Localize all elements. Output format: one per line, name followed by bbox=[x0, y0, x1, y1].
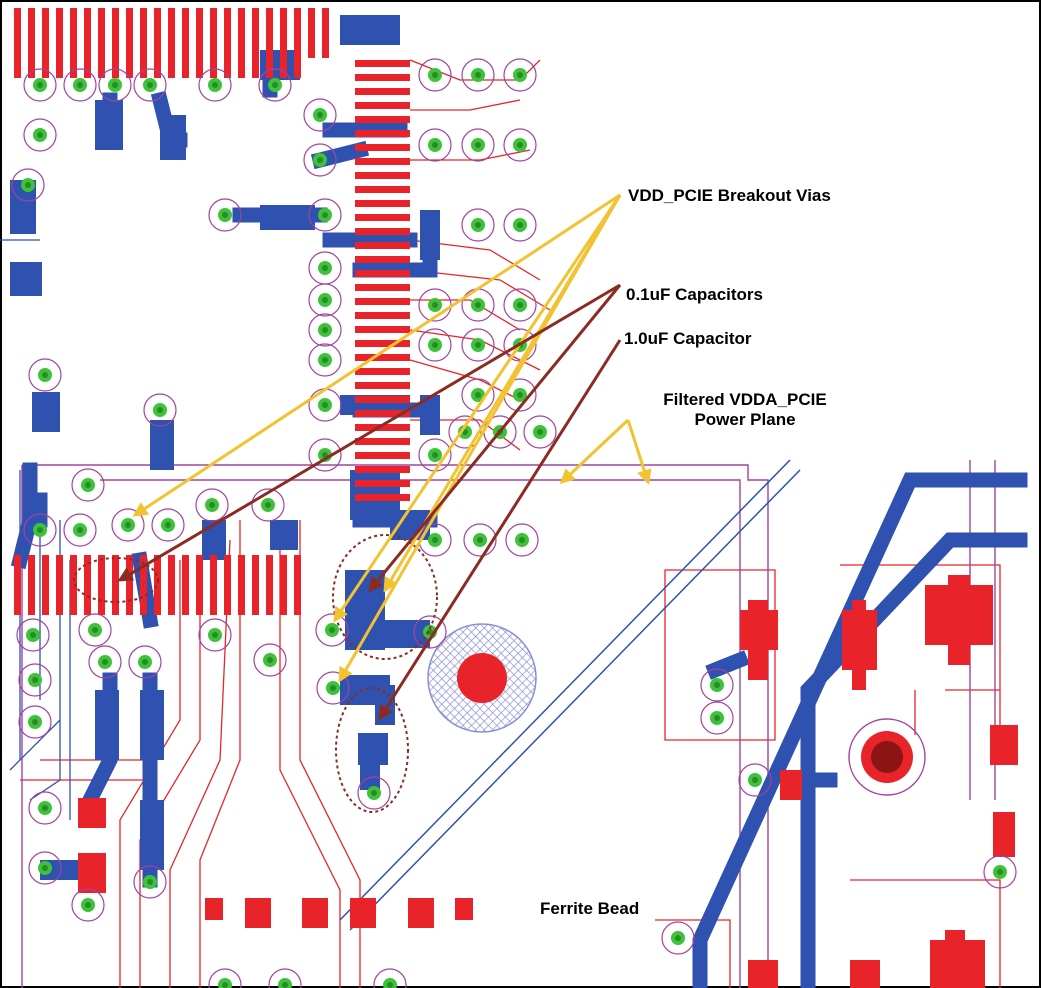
via bbox=[461, 288, 495, 322]
via bbox=[308, 343, 342, 377]
via bbox=[418, 58, 452, 92]
via bbox=[461, 328, 495, 362]
vias-layer bbox=[11, 58, 1017, 988]
via bbox=[251, 488, 285, 522]
via bbox=[28, 358, 62, 392]
via bbox=[23, 68, 57, 102]
via bbox=[303, 98, 337, 132]
highlight-caps-center bbox=[332, 534, 438, 660]
via bbox=[111, 508, 145, 542]
via bbox=[303, 143, 337, 177]
via bbox=[253, 643, 287, 677]
via bbox=[523, 415, 557, 449]
via bbox=[700, 668, 734, 702]
via bbox=[505, 523, 539, 557]
via bbox=[133, 68, 167, 102]
label-1-0uf-capacitor: 1.0uF Capacitor bbox=[624, 329, 752, 348]
via bbox=[308, 313, 342, 347]
via bbox=[11, 168, 45, 202]
top-layer-fingers-top bbox=[14, 8, 329, 78]
via bbox=[373, 968, 407, 988]
via bbox=[357, 776, 391, 810]
via bbox=[195, 488, 229, 522]
via bbox=[16, 618, 50, 652]
via bbox=[418, 523, 452, 557]
via bbox=[418, 328, 452, 362]
top-layer-fingers-left bbox=[14, 555, 301, 615]
via bbox=[208, 968, 242, 988]
via bbox=[308, 283, 342, 317]
via bbox=[143, 393, 177, 427]
via bbox=[208, 198, 242, 232]
via bbox=[461, 128, 495, 162]
via bbox=[308, 388, 342, 422]
via bbox=[463, 523, 497, 557]
crosshatch-mounting-hole bbox=[427, 623, 537, 733]
via bbox=[71, 468, 105, 502]
via bbox=[23, 513, 57, 547]
via bbox=[738, 763, 772, 797]
via bbox=[418, 128, 452, 162]
via bbox=[78, 613, 112, 647]
via bbox=[23, 118, 57, 152]
via bbox=[63, 513, 97, 547]
label-ferrite-bead: Ferrite Bead bbox=[540, 899, 640, 918]
top-layer-fingers-column bbox=[355, 60, 410, 501]
highlight-cap-1uf bbox=[335, 687, 409, 813]
via bbox=[18, 663, 52, 697]
label-0-1uf-capacitors: 0.1uF Capacitors bbox=[626, 285, 763, 304]
via bbox=[18, 705, 52, 739]
via bbox=[316, 671, 350, 705]
via bbox=[448, 415, 482, 449]
annotation-arrows-caps bbox=[117, 283, 622, 721]
diagonal-plane-traces bbox=[339, 459, 801, 931]
via bbox=[503, 128, 537, 162]
via bbox=[503, 288, 537, 322]
via bbox=[461, 58, 495, 92]
via bbox=[461, 208, 495, 242]
via bbox=[268, 968, 302, 988]
label-filtered-power-plane-line1: Filtered VDDA_PCIE bbox=[663, 390, 827, 409]
via bbox=[28, 791, 62, 825]
via bbox=[315, 613, 349, 647]
via bbox=[28, 851, 62, 885]
round-test-pad bbox=[848, 718, 926, 796]
via bbox=[151, 508, 185, 542]
via bbox=[661, 921, 695, 955]
via bbox=[258, 68, 292, 102]
via bbox=[198, 618, 232, 652]
via bbox=[503, 208, 537, 242]
via bbox=[503, 58, 537, 92]
via bbox=[461, 378, 495, 412]
bottom-layer-pads bbox=[10, 15, 440, 880]
label-filtered-power-plane-line2: Power Plane bbox=[694, 410, 796, 429]
via bbox=[71, 888, 105, 922]
via bbox=[700, 701, 734, 735]
via bbox=[308, 198, 342, 232]
top-layer-components bbox=[78, 575, 1018, 988]
via bbox=[128, 645, 162, 679]
via bbox=[308, 251, 342, 285]
via bbox=[198, 68, 232, 102]
via bbox=[98, 68, 132, 102]
highlight-circles bbox=[73, 534, 438, 813]
label-breakout-vias: VDD_PCIE Breakout Vias bbox=[628, 186, 831, 205]
via bbox=[63, 68, 97, 102]
via bbox=[133, 865, 167, 899]
label-filtered-power-plane: Filtered VDDA_PCIE Power Plane bbox=[625, 390, 865, 430]
highlight-caps-left bbox=[73, 557, 159, 603]
via bbox=[983, 855, 1017, 889]
via bbox=[88, 645, 122, 679]
